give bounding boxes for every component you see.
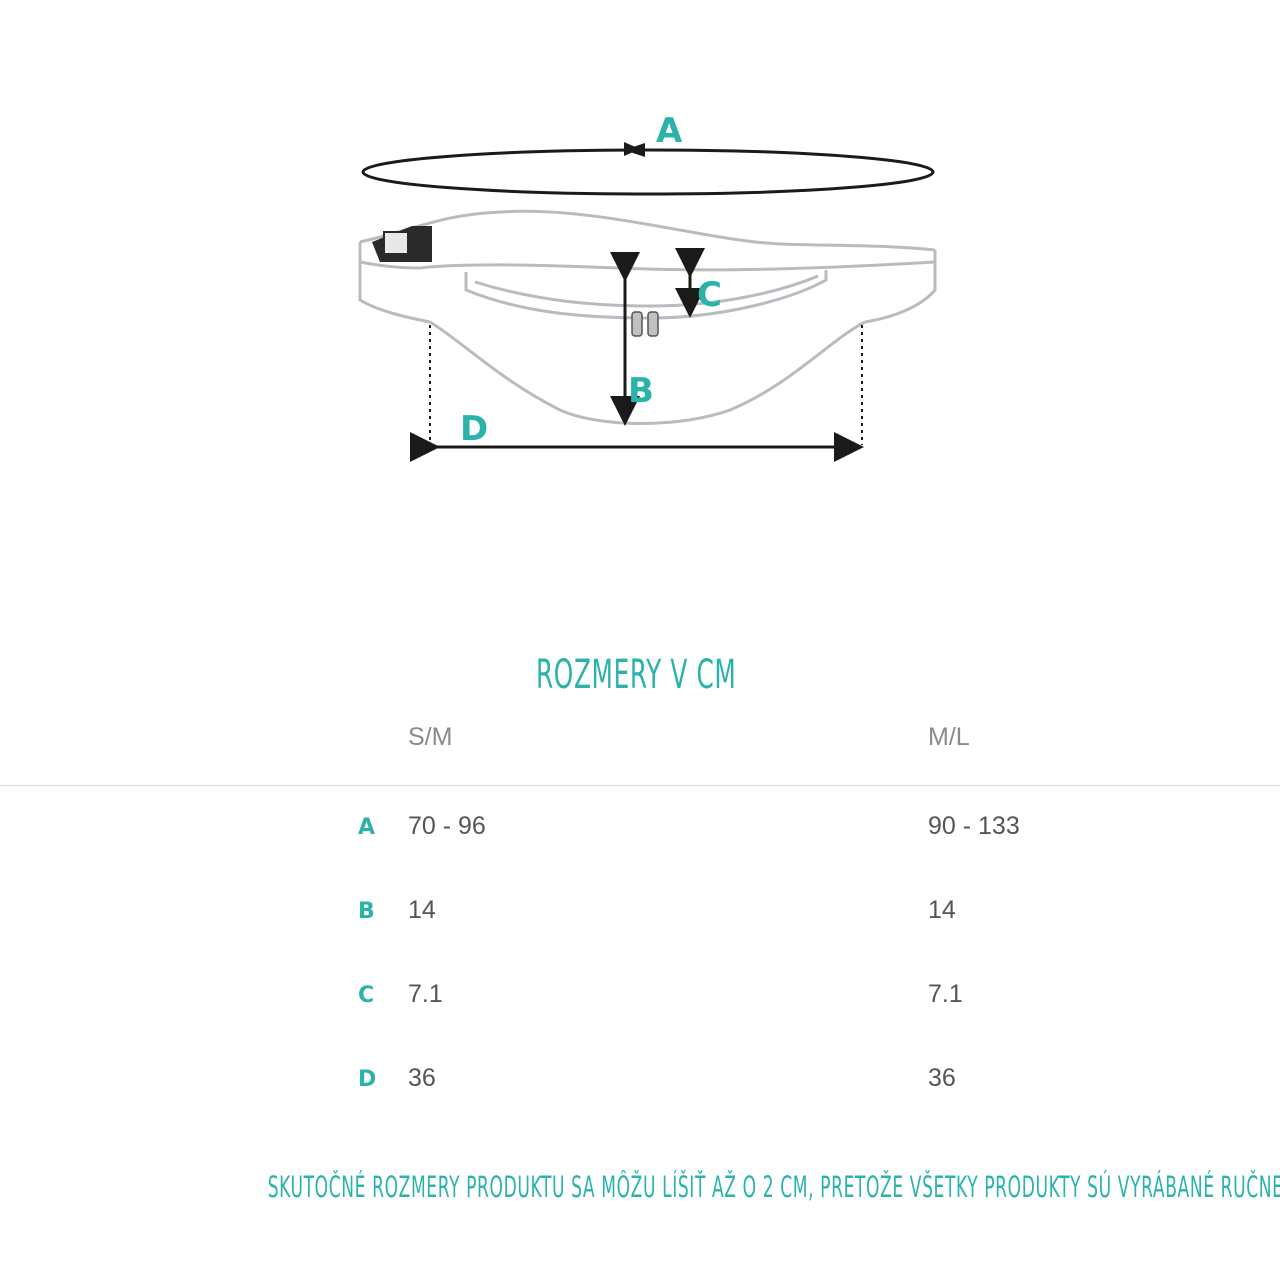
dimension-label-a: A [656, 111, 683, 151]
cell-ml: 14 [928, 896, 956, 924]
cell-ml: 90 - 133 [928, 812, 1020, 840]
dimension-label-b: B [628, 371, 654, 411]
cell-sm: 14 [408, 896, 436, 924]
row-label: A [358, 815, 376, 840]
row-label: B [358, 899, 375, 924]
cell-sm: 7.1 [408, 980, 443, 1008]
belt-bag-diagram: A B C D [358, 111, 937, 462]
row-label: C [358, 983, 375, 1008]
strap-circumference-indicator [361, 142, 935, 196]
cell-sm: 70 - 96 [408, 812, 486, 840]
column-header-ml: M/L [928, 723, 970, 751]
buckle-icon [372, 226, 432, 262]
table-divider [0, 785, 1280, 786]
cell-ml: 36 [928, 1064, 956, 1092]
dimension-label-c: C [697, 275, 722, 315]
dimension-label-d: D [460, 409, 488, 449]
row-label: D [358, 1067, 377, 1092]
size-table-title: ROZMERY V CM [535, 652, 737, 698]
cell-sm: 36 [408, 1064, 436, 1092]
width-indicator [410, 325, 864, 462]
cell-ml: 7.1 [928, 980, 963, 1008]
column-header-sm: S/M [408, 723, 453, 751]
handmade-disclaimer: SKUTOČNÉ ROZMERY PRODUKTU SA MÔŽU LÍŠIŤ … [267, 1170, 1280, 1204]
zipper-pull-icon [631, 311, 659, 337]
